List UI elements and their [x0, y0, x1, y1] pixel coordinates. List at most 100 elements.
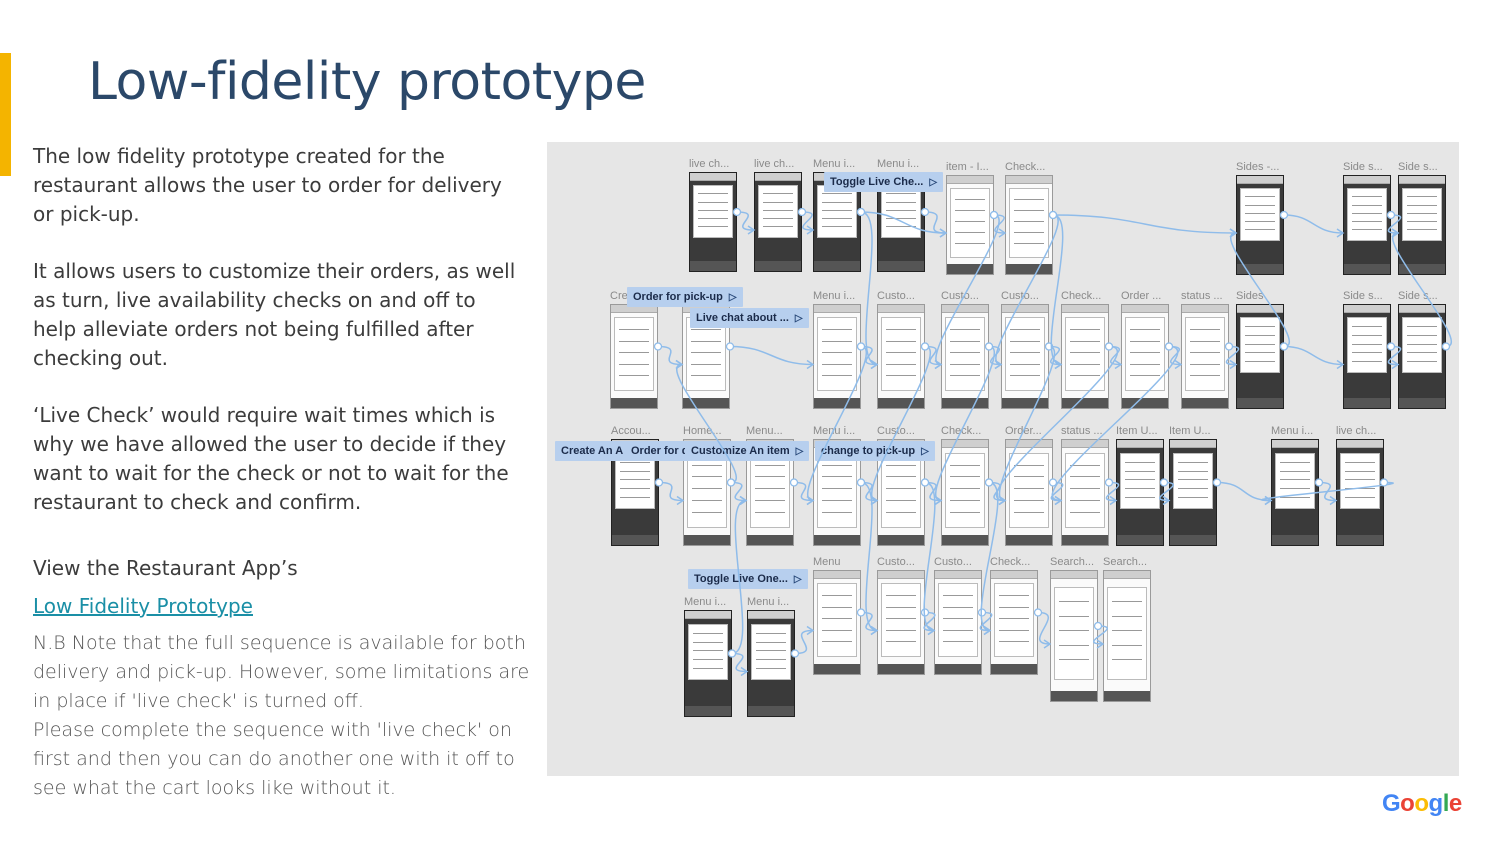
connection-line: [1261, 481, 1394, 502]
wireframe-line: [619, 363, 649, 365]
connection-line: [924, 211, 947, 234]
hotspot-dot: [856, 608, 866, 617]
wireframe-line: [763, 201, 793, 203]
frame-content: [1239, 317, 1281, 373]
frame-navbar: [878, 535, 924, 545]
frame-name: Search...: [1050, 556, 1095, 568]
flow-start-label[interactable]: change to pick-up▷: [815, 441, 935, 461]
hotspot-dot: [1033, 608, 1043, 617]
play-icon[interactable]: ▷: [794, 313, 803, 324]
frame-header: [1182, 305, 1228, 313]
wireframe-line: [620, 470, 650, 472]
wireframe-line: [1345, 496, 1375, 498]
wireframe-line: [691, 375, 721, 377]
frame-name: Custo...: [941, 290, 979, 302]
wireframe-line: [886, 329, 916, 331]
wireframe-line: [943, 618, 973, 620]
play-icon[interactable]: ▷: [793, 574, 802, 585]
frame-header: [935, 571, 981, 579]
wireframe-line: [1059, 630, 1089, 632]
frame-navbar: [878, 664, 924, 674]
hotspot-dot: [1386, 342, 1396, 351]
logo-letter: o: [1414, 790, 1429, 817]
hotspot-dot: [920, 342, 930, 351]
wireframe-line: [1014, 220, 1044, 222]
frame-content: [993, 583, 1035, 658]
wireframe-line: [619, 329, 649, 331]
connection-line: [676, 363, 737, 484]
wireframe-line: [886, 217, 916, 219]
frame-name: live ch...: [689, 158, 730, 170]
wireframe-line: [693, 658, 723, 660]
wireframe-line: [1125, 496, 1155, 498]
wireframe-line: [1245, 326, 1275, 328]
wireframe-line: [1125, 487, 1155, 489]
hotspot-dot: [1279, 342, 1289, 351]
play-icon[interactable]: ▷: [929, 177, 938, 188]
frame-navbar: [1344, 398, 1390, 408]
wireframe-line: [755, 499, 785, 501]
wireframe-line: [755, 511, 785, 513]
frame-navbar: [611, 398, 657, 408]
frame-navbar: [1182, 398, 1228, 408]
play-icon[interactable]: ▷: [795, 446, 804, 457]
frame-navbar: [1117, 535, 1163, 545]
wireframe-line: [1070, 499, 1100, 501]
prototype-frame: [747, 610, 795, 717]
wireframe-line: [950, 352, 980, 354]
wireframe-line: [1407, 220, 1437, 222]
wireframe-line: [1112, 601, 1142, 603]
wireframe-line: [822, 641, 852, 643]
connection-line: [1105, 481, 1120, 502]
wireframe-line: [1407, 334, 1437, 336]
wireframe-line: [886, 363, 916, 365]
frame-header: [1337, 440, 1383, 448]
wireframe-line: [1070, 476, 1100, 478]
arrowhead: [927, 625, 936, 636]
frame-header: [1272, 440, 1318, 448]
wireframe-line: [1070, 363, 1100, 365]
flow-start-label[interactable]: Order for pick-up▷: [627, 287, 743, 307]
wireframe-line: [822, 511, 852, 513]
frame-name: Menu i...: [684, 596, 727, 608]
play-icon[interactable]: ▷: [728, 292, 737, 303]
frame-navbar: [1399, 264, 1445, 274]
wireframe-line: [886, 499, 916, 501]
play-icon[interactable]: ▷: [921, 446, 929, 457]
flow-start-label[interactable]: Live chat about ...▷: [690, 308, 809, 328]
frame-content: [1239, 187, 1281, 241]
frame-content: [880, 184, 922, 238]
frame-navbar: [942, 398, 988, 408]
hotspot-dot: [790, 649, 800, 658]
prototype-frame: [1343, 175, 1391, 275]
wireframe-line: [1407, 212, 1437, 214]
connection-line: [860, 211, 878, 366]
wireframe-line: [822, 488, 852, 490]
hotspot-dot: [789, 478, 799, 487]
prototype-link[interactable]: Low Fidelity Prototype: [33, 594, 253, 618]
wireframe-line: [620, 479, 650, 481]
flow-start-label[interactable]: Toggle Live Che...▷: [824, 172, 944, 192]
wireframe-line: [1059, 659, 1089, 661]
connection-line: [1283, 214, 1344, 234]
frame-name: Home...: [683, 425, 722, 437]
connection-line: [988, 345, 1002, 366]
wireframe-line: [1245, 204, 1275, 206]
logo-letter: o: [1400, 790, 1415, 817]
frame-name: Menu i...: [813, 290, 856, 302]
flow-start-label[interactable]: Toggle Live One...▷: [688, 569, 808, 589]
frame-name: Item U...: [1169, 425, 1211, 437]
arrowhead: [806, 359, 815, 370]
wireframe-line: [886, 595, 916, 597]
connection-line: [736, 211, 755, 231]
hotspot-dot: [856, 342, 866, 351]
frame-navbar: [1237, 398, 1283, 408]
arrowhead: [1264, 495, 1273, 506]
connection-line: [934, 345, 996, 502]
wireframe-line: [619, 352, 649, 354]
frame-header: [878, 305, 924, 313]
wireframe-line: [886, 641, 916, 643]
wireframe-line: [1070, 511, 1100, 513]
wireframe-line: [1178, 479, 1208, 481]
flow-start-label[interactable]: Customize An item▷: [685, 441, 810, 461]
